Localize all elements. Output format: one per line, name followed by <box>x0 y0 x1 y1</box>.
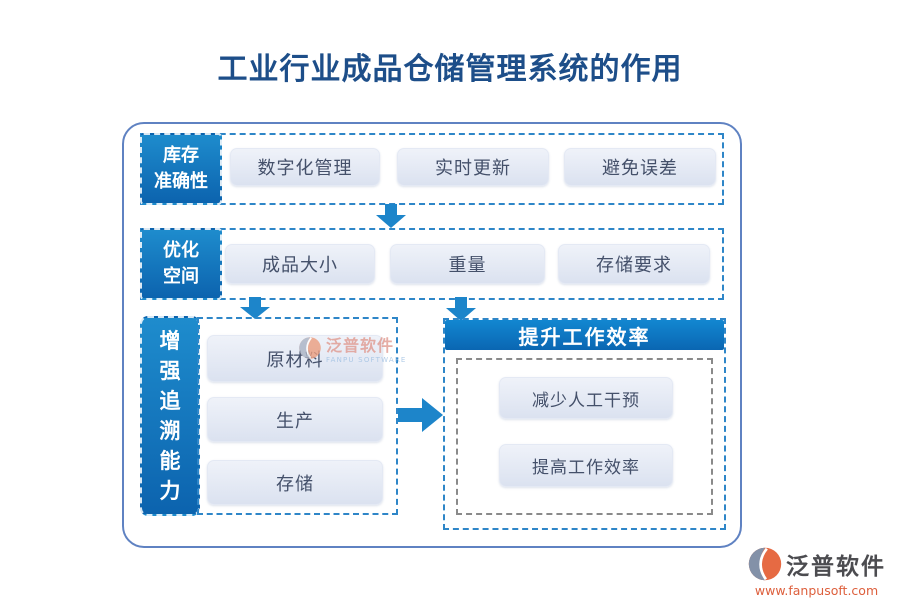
item-digital-management: 数字化管理 <box>230 148 380 186</box>
footer-website: www.fanpusoft.com <box>754 583 879 598</box>
item-avoid-errors: 避免误差 <box>564 148 716 186</box>
arrow-right-icon <box>398 398 443 432</box>
result-panel-box <box>443 318 726 530</box>
label-vertical-text: 增强追溯能力 <box>159 328 181 503</box>
item-storage-requirements: 存储要求 <box>558 244 710 284</box>
page-title: 工业行业成品仓储管理系统的作用 <box>217 52 683 87</box>
arrow-down-icon <box>240 297 270 319</box>
item-weight: 重量 <box>390 244 545 284</box>
item-realtime-update: 实时更新 <box>397 148 549 186</box>
result-panel-header: 提升工作效率 <box>445 320 724 350</box>
item-production: 生产 <box>207 397 383 442</box>
item-reduce-manual-intervention: 减少人工干预 <box>499 377 673 419</box>
item-storage: 存储 <box>207 460 383 505</box>
arrow-down-icon <box>376 204 406 228</box>
item-improve-work-efficiency: 提高工作效率 <box>499 444 673 487</box>
label-line: 库存 <box>163 144 199 166</box>
fanpu-logo-icon <box>748 547 782 581</box>
watermark-brand-en: FANPU SOFTWARE <box>326 356 407 364</box>
label-line: 准确性 <box>154 171 208 192</box>
watermark-brand: 泛普软件 <box>326 336 395 355</box>
label-enhanced-traceability: 增强追溯能力 <box>140 316 200 516</box>
label-line: 空间 <box>163 266 199 287</box>
result-panel-inner-box <box>456 358 713 515</box>
diagram-outer-frame <box>122 122 742 548</box>
watermark: 泛普软件 FANPU SOFTWARE <box>298 332 407 364</box>
label-inventory-accuracy: 库存 准确性 <box>140 133 222 205</box>
label-line: 优化 <box>163 239 199 261</box>
label-optimize-space: 优化 空间 <box>140 228 222 300</box>
arrow-down-icon <box>446 297 476 321</box>
row-traceability-box <box>197 317 398 515</box>
item-product-size: 成品大小 <box>225 244 375 284</box>
footer-brand-block: 泛普软件 www.fanpusoft.com <box>747 546 886 598</box>
footer-brand: 泛普软件 <box>786 553 886 580</box>
fanpu-logo-icon <box>299 337 321 359</box>
